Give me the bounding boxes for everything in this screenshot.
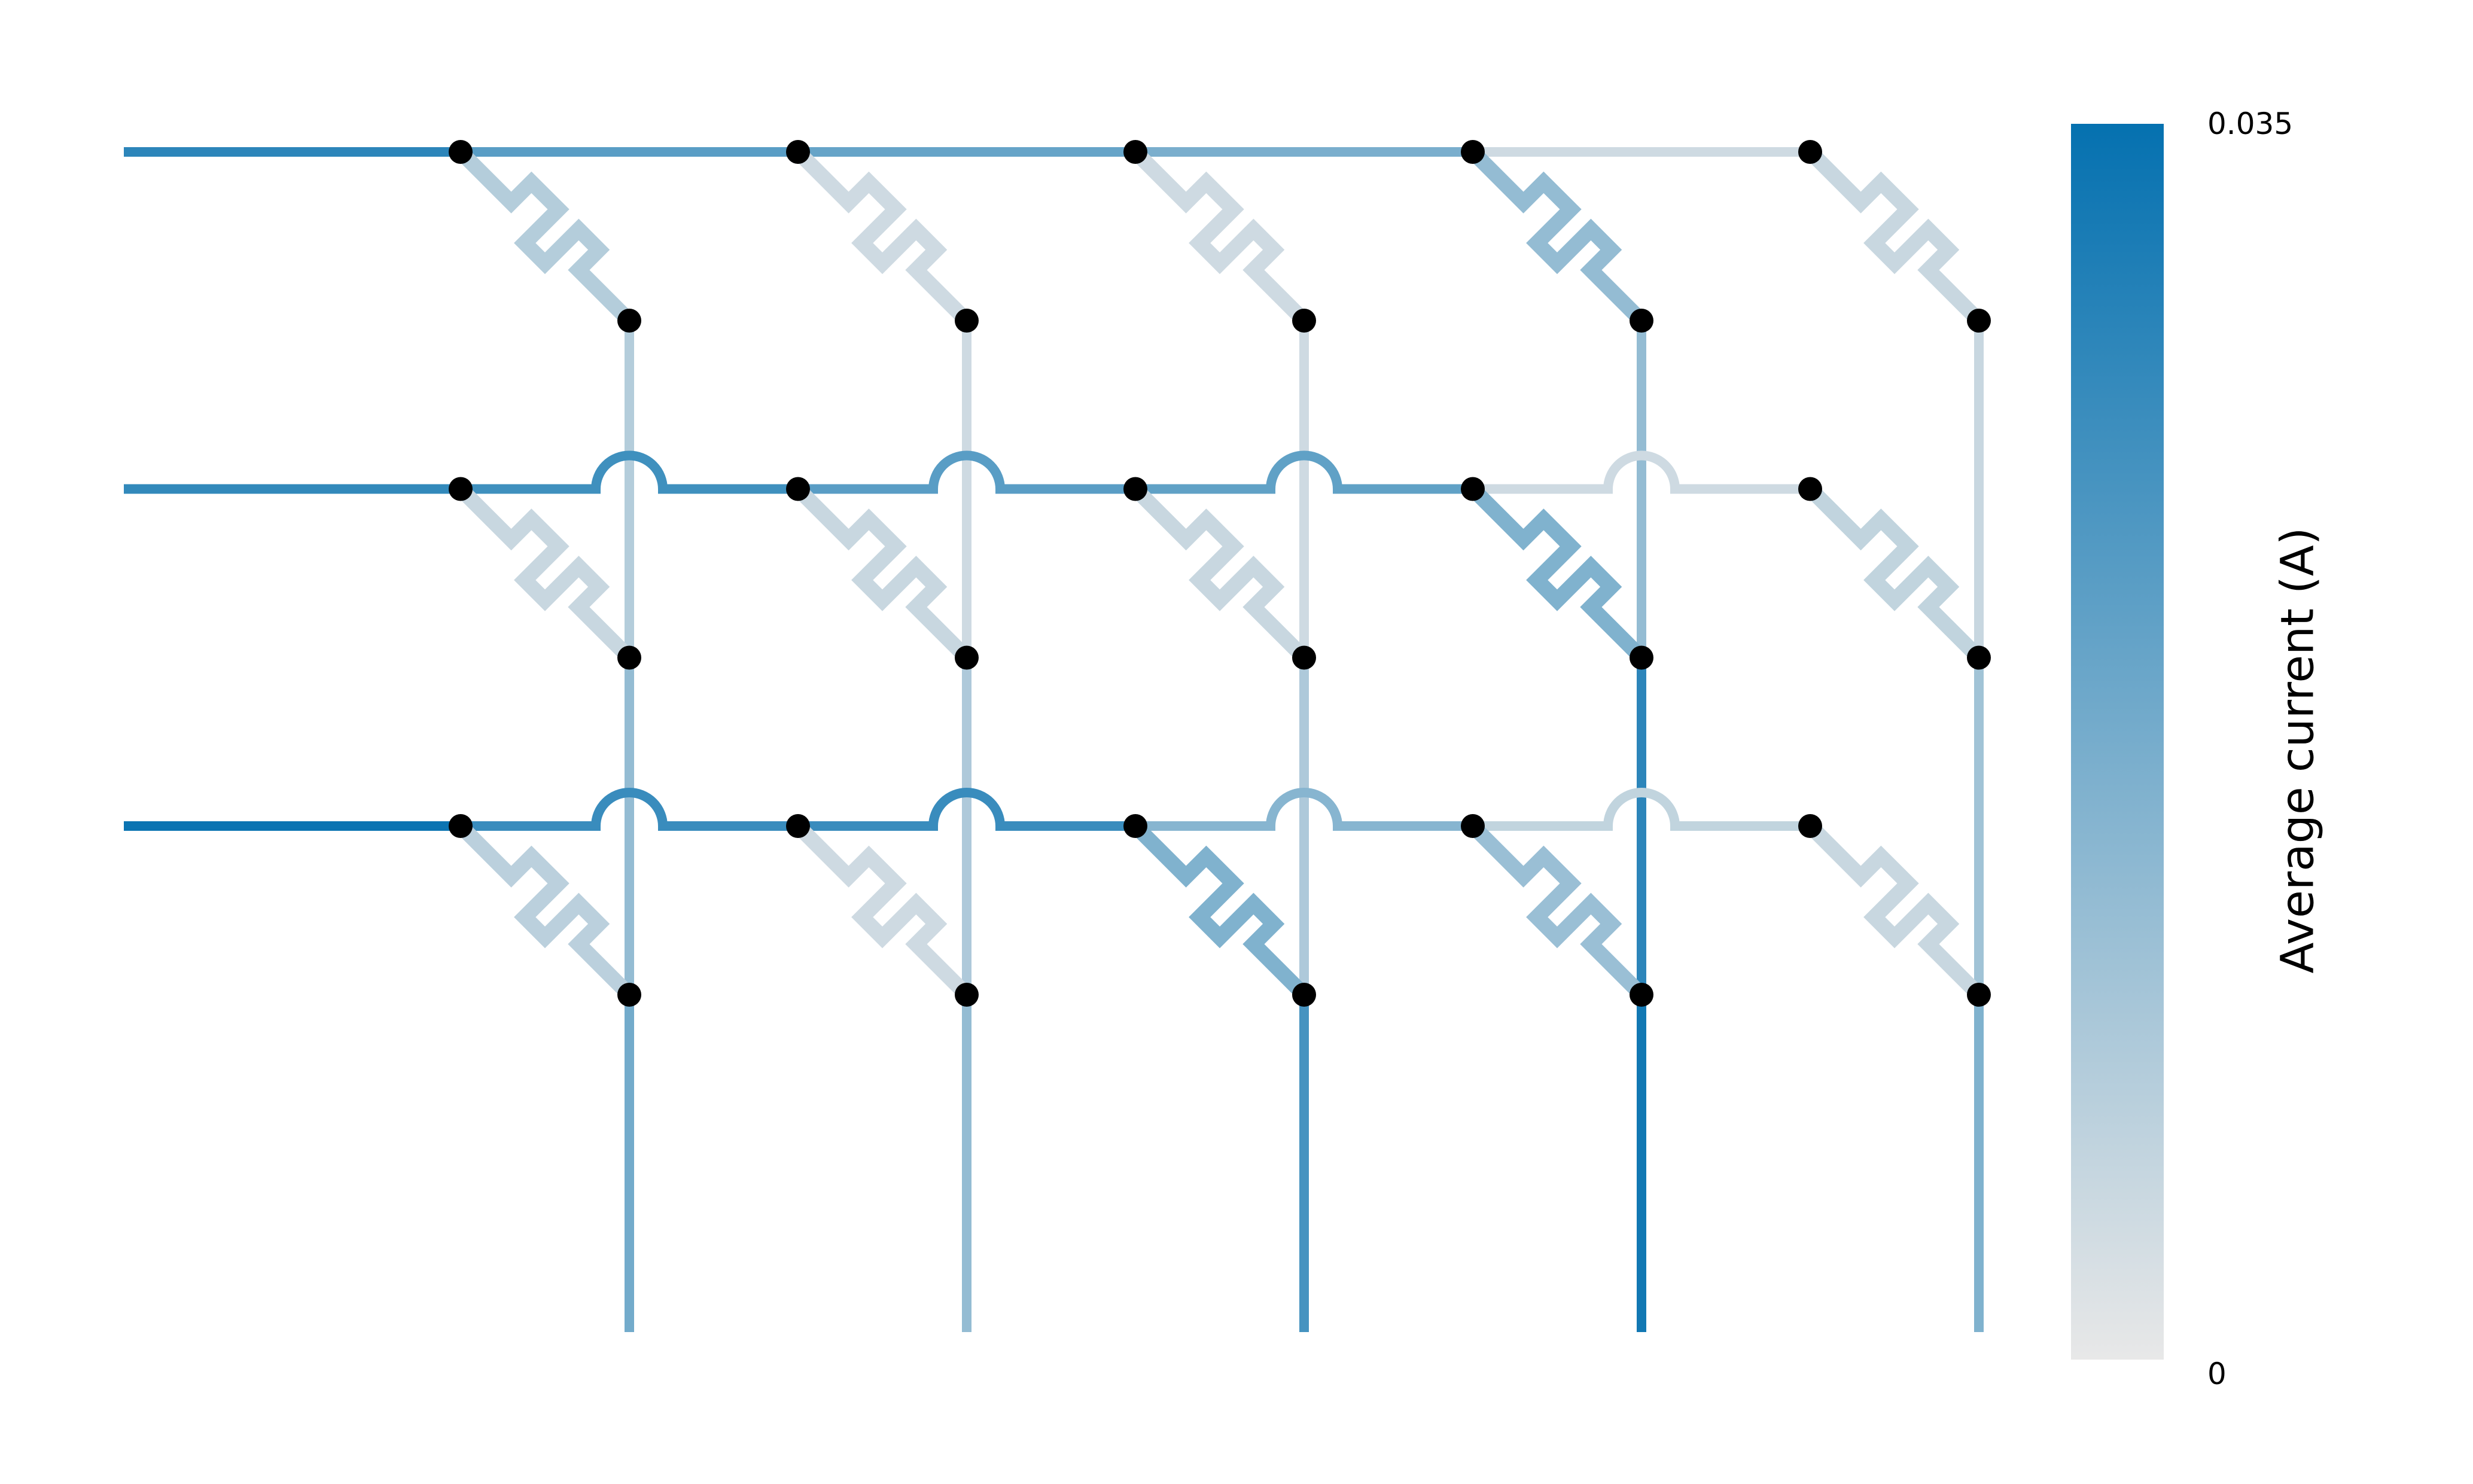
- junction-node: [786, 140, 810, 164]
- colorbar-axis-label: Average current (A): [2270, 527, 2324, 974]
- resistor-device: [455, 146, 635, 327]
- junction-node: [449, 814, 473, 838]
- junction-node: [1967, 983, 1991, 1007]
- junction-node: [1798, 814, 1822, 838]
- junction-node: [955, 983, 979, 1007]
- resistor-device: [1804, 820, 1985, 1001]
- junction-node: [1630, 983, 1653, 1007]
- row-wire-crossover: [1135, 450, 1473, 494]
- colorbar-min-label: 0: [2207, 1357, 2227, 1391]
- row-wire-crossover: [461, 788, 798, 831]
- junction-node: [617, 309, 641, 333]
- row-wire-crossover: [1473, 788, 1810, 831]
- colorbar-max-label: 0.035: [2207, 106, 2294, 141]
- junction-node: [617, 645, 641, 670]
- row-wire-crossover: [461, 450, 798, 494]
- junction-node: [1967, 309, 1991, 333]
- junction-node: [449, 140, 473, 164]
- junction-node: [1123, 140, 1147, 164]
- junction-node: [1292, 645, 1316, 670]
- resistor-device: [1804, 146, 1985, 327]
- junction-node: [1967, 645, 1991, 670]
- resistor-device: [1129, 820, 1310, 1001]
- junction-node: [1630, 309, 1653, 333]
- resistor-device: [1467, 146, 1647, 327]
- junction-node: [449, 477, 473, 501]
- row-wire-crossover: [1473, 450, 1810, 494]
- junction-node: [1630, 645, 1653, 670]
- row-wire-crossover: [1135, 788, 1473, 831]
- junction-node: [1461, 814, 1485, 838]
- junction-node: [1292, 983, 1316, 1007]
- junction-node: [786, 477, 810, 501]
- junction-node: [955, 645, 979, 670]
- resistor-device: [1467, 483, 1647, 663]
- row-wire-crossover: [798, 450, 1135, 494]
- resistor-device: [1129, 146, 1310, 327]
- junction-node: [1798, 477, 1822, 501]
- resistor-device: [1467, 820, 1647, 1001]
- junction-node: [1123, 477, 1147, 501]
- junction-node: [786, 814, 810, 838]
- resistor-device: [1129, 483, 1310, 663]
- junction-node: [1461, 140, 1485, 164]
- row-wire-crossover: [798, 788, 1135, 831]
- resistor-device: [792, 820, 973, 1001]
- junction-node: [1461, 477, 1485, 501]
- resistor-device: [455, 820, 635, 1001]
- resistor-device: [792, 146, 973, 327]
- junction-node: [955, 309, 979, 333]
- junction-node: [1123, 814, 1147, 838]
- junction-node: [1292, 309, 1316, 333]
- junction-node: [617, 983, 641, 1007]
- resistor-device: [455, 483, 635, 663]
- resistor-device: [1804, 483, 1985, 663]
- resistor-device: [792, 483, 973, 663]
- junction-node: [1798, 140, 1822, 164]
